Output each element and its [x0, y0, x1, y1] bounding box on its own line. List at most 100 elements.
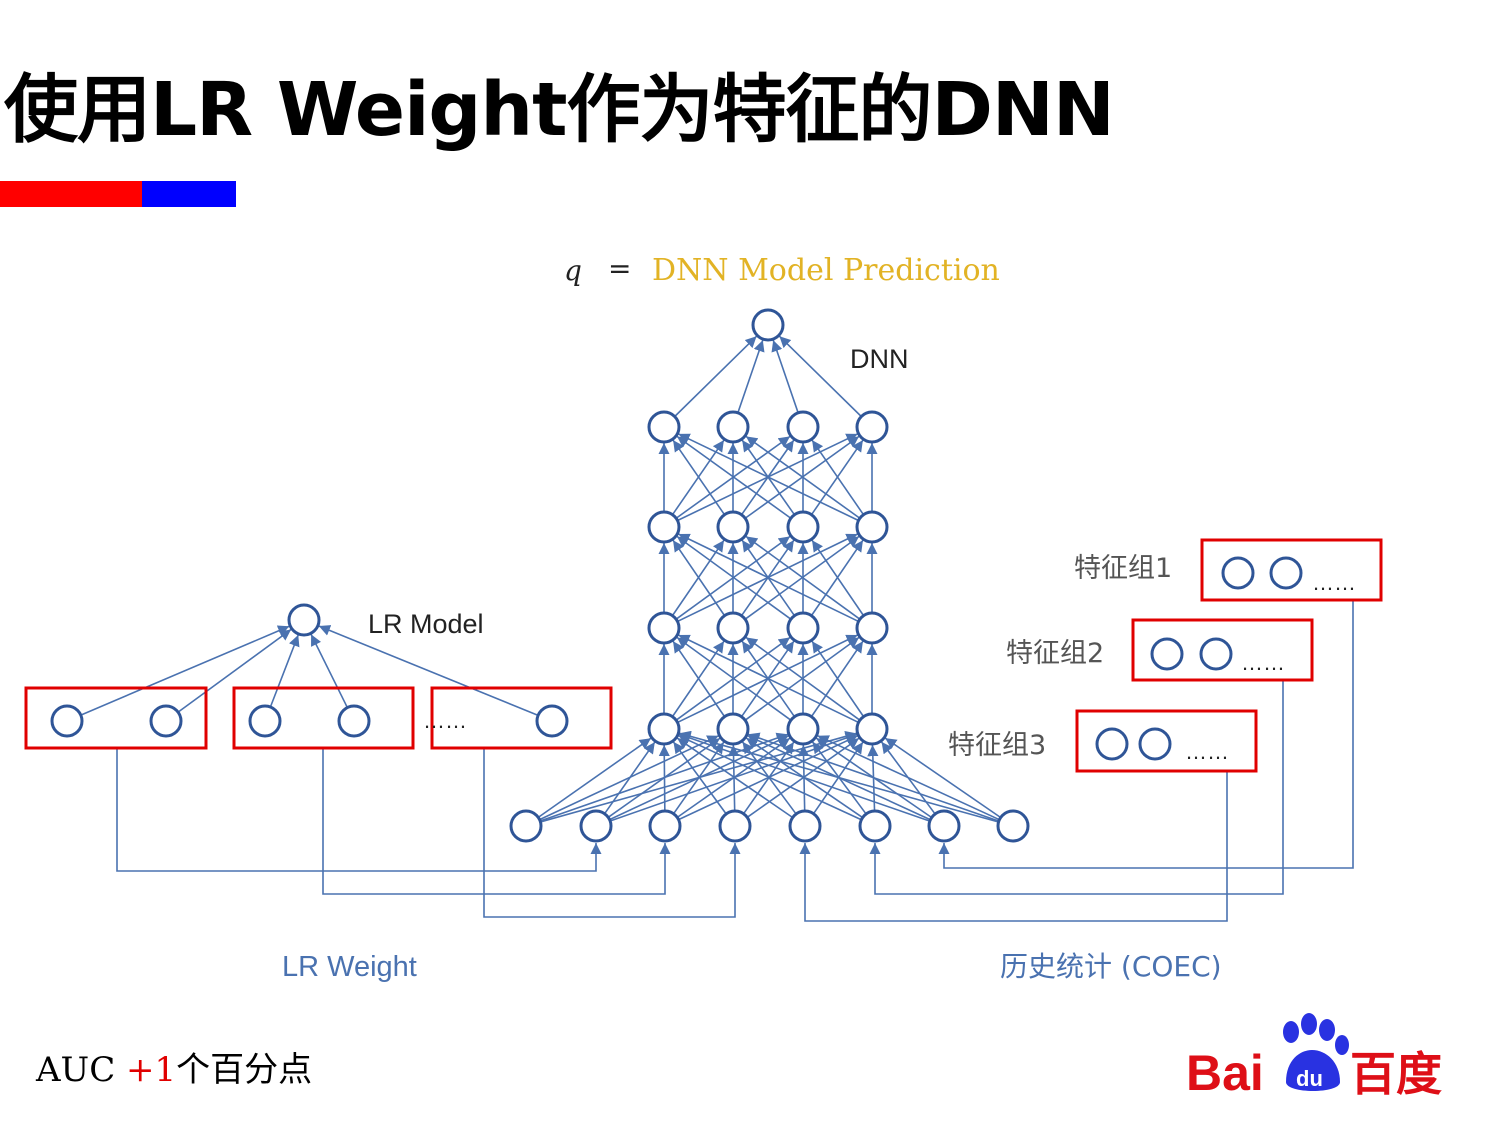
lr-weight-caption: LR Weight: [282, 951, 417, 983]
dnn-output-connection: [778, 335, 862, 418]
input-connection: [537, 737, 652, 819]
feature-group-3-box: [1075, 709, 1258, 773]
feature-group-node: [1150, 637, 1184, 671]
lr-feature-node: [50, 704, 84, 738]
dnn-input-node: [718, 809, 752, 843]
dnn-hidden-node: [716, 510, 750, 544]
input-connection: [658, 744, 670, 812]
formula-symbol: q: [564, 254, 582, 287]
feature-group-1-ellipsis: ……: [1312, 570, 1356, 595]
coec-route-3: [799, 771, 1228, 922]
dnn-connection: [745, 435, 861, 519]
coec-route-1: [938, 600, 1354, 869]
lr-group-box-2: [232, 686, 415, 750]
dnn-output-connection: [737, 339, 765, 414]
lr-feature-node: [535, 704, 569, 738]
logo-text-right: 百度: [1350, 1047, 1442, 1100]
input-connection: [672, 741, 725, 815]
input-connection: [817, 734, 1000, 821]
dnn-connection: [678, 634, 859, 724]
dnn-output-connection: [674, 335, 758, 418]
dnn-hidden-node: [647, 712, 681, 746]
dnn-connection: [811, 439, 865, 516]
auc-prefix: AUC: [36, 1050, 127, 1090]
auc-result: AUC +1个百分点: [36, 1042, 312, 1091]
dnn-hidden-node: [647, 410, 681, 444]
lr-model-connection: [269, 634, 300, 708]
feature-group-node: [1095, 727, 1129, 761]
auc-suffix: 个百分点: [176, 1050, 313, 1090]
dnn-connection: [672, 439, 726, 516]
feature-group-node: [1221, 556, 1255, 590]
page-title: 使用LR Weight作为特征的DNN: [4, 67, 1115, 153]
dnn-hidden-node: [786, 712, 820, 746]
lr-feature-node: [149, 704, 183, 738]
feature-group-2-ellipsis: ……: [1241, 650, 1285, 675]
dnn-output-node: [751, 308, 785, 342]
dnn-connection: [745, 535, 861, 620]
feature-group-3-label: 特征组3: [948, 730, 1046, 761]
lr-weight-route-3: [483, 748, 741, 918]
input-connection: [603, 741, 656, 815]
lr-model-connection: [318, 625, 539, 717]
dnn-hidden-node: [855, 510, 889, 544]
dnn-input-node: [648, 809, 682, 843]
lr-weight-route-2: [322, 748, 671, 895]
dnn-hidden-node: [855, 410, 889, 444]
feature-group-1-label: 特征组1: [1074, 553, 1172, 584]
lr-model-label: LR Model: [368, 609, 484, 639]
dnn-connection: [676, 636, 792, 721]
coec-route-2: [869, 680, 1284, 895]
dnn-hidden-node: [716, 712, 750, 746]
input-connection: [884, 737, 1002, 819]
dnn-connection: [676, 535, 792, 620]
lr-weight-route-1: [116, 748, 602, 872]
input-connection: [672, 741, 727, 815]
lr-output-node: [287, 603, 321, 637]
dnn-hidden-node: [716, 410, 750, 444]
paw-text: du: [1296, 1066, 1323, 1091]
lr-group-box-3: [430, 686, 613, 750]
dnn-output-connection: [771, 339, 799, 414]
coec-caption: 历史统计 (COEC): [1000, 950, 1222, 983]
formula-text: DNN Model Prediction: [652, 253, 1000, 288]
dnn-hidden-node: [855, 712, 889, 746]
lr-model-connection: [310, 633, 349, 708]
auc-gain: +1: [126, 1050, 177, 1090]
feature-group-node: [1269, 556, 1303, 590]
formula-equals: =: [608, 252, 631, 285]
paw-icon: [1283, 1013, 1349, 1091]
dnn-hidden-node: [647, 611, 681, 645]
lr-model-connection: [177, 628, 292, 713]
dnn-input-node: [996, 809, 1030, 843]
dnn-hidden-node: [786, 510, 820, 544]
dnn-hidden-node: [647, 510, 681, 544]
diagram-nodes: [50, 308, 1303, 843]
dnn-hidden-node: [855, 611, 889, 645]
input-connection: [678, 732, 931, 822]
feature-group-1-box: [1200, 538, 1383, 602]
dnn-hidden-node: [786, 611, 820, 645]
lr-ellipsis: ……: [423, 708, 467, 733]
feature-group-2-box: [1131, 618, 1314, 682]
title-underline-red: [0, 181, 142, 207]
feature-group-2-label: 特征组2: [1006, 638, 1104, 669]
dnn-connection: [678, 533, 859, 623]
dnn-edges: [80, 335, 1354, 922]
dnn-connection: [811, 539, 865, 617]
dnn-connection: [811, 640, 865, 718]
dnn-input-node: [858, 809, 892, 843]
lr-feature-node: [337, 704, 371, 738]
dnn-hidden-node: [716, 611, 750, 645]
feature-group-node: [1138, 727, 1172, 761]
input-connection: [678, 734, 862, 821]
feature-group-3-ellipsis: ……: [1185, 739, 1229, 764]
input-connection: [747, 732, 1000, 822]
dnn-connection: [672, 640, 726, 718]
lr-group-box-1: [24, 686, 208, 750]
lr-model-connection: [80, 625, 290, 716]
dnn-input-node: [927, 809, 961, 843]
baidu-logo: Bai du 百度: [1186, 1013, 1442, 1100]
dnn-connection: [678, 433, 859, 522]
